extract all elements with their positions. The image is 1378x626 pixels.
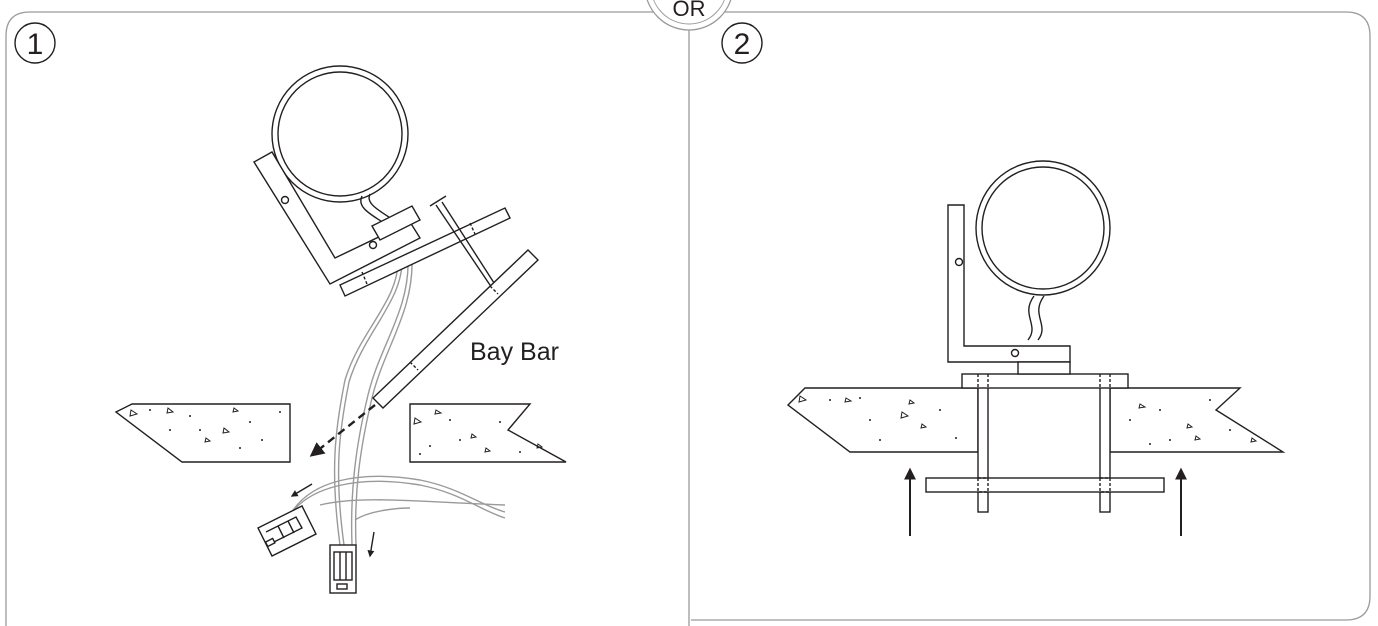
- fixture-upright: [947, 160, 1111, 375]
- panel-2-frame: [691, 11, 1371, 621]
- bay-bar-label: Bay Bar: [470, 338, 559, 366]
- wire-connector-left: [257, 505, 317, 557]
- wire-bundle-1: [285, 257, 506, 546]
- or-label: OR: [673, 0, 706, 21]
- step-2-marker: 2: [721, 22, 763, 64]
- fixture-tilted: [253, 65, 511, 297]
- connector-right-arrow: [367, 531, 375, 558]
- step-1-number: 1: [27, 28, 44, 61]
- or-badge: OR: [646, 0, 732, 31]
- step-2-number: 2: [734, 28, 751, 61]
- screw-icon: [429, 195, 497, 289]
- connector-left-arrow: [290, 483, 313, 497]
- ceiling-2: [786, 387, 1286, 453]
- insert-direction-arrow: [309, 404, 376, 457]
- step-1-marker: 1: [14, 22, 56, 64]
- wire-connector-right: [329, 544, 357, 594]
- bay-bar-2: [925, 477, 1165, 493]
- panel-1-frame: [5, 11, 687, 626]
- mounting-plate-2: [961, 373, 1129, 389]
- ceiling-right-1: [409, 403, 567, 463]
- bay-bar: [371, 249, 540, 409]
- lift-arrows: [904, 467, 1187, 536]
- ceiling-left-1: [114, 403, 291, 463]
